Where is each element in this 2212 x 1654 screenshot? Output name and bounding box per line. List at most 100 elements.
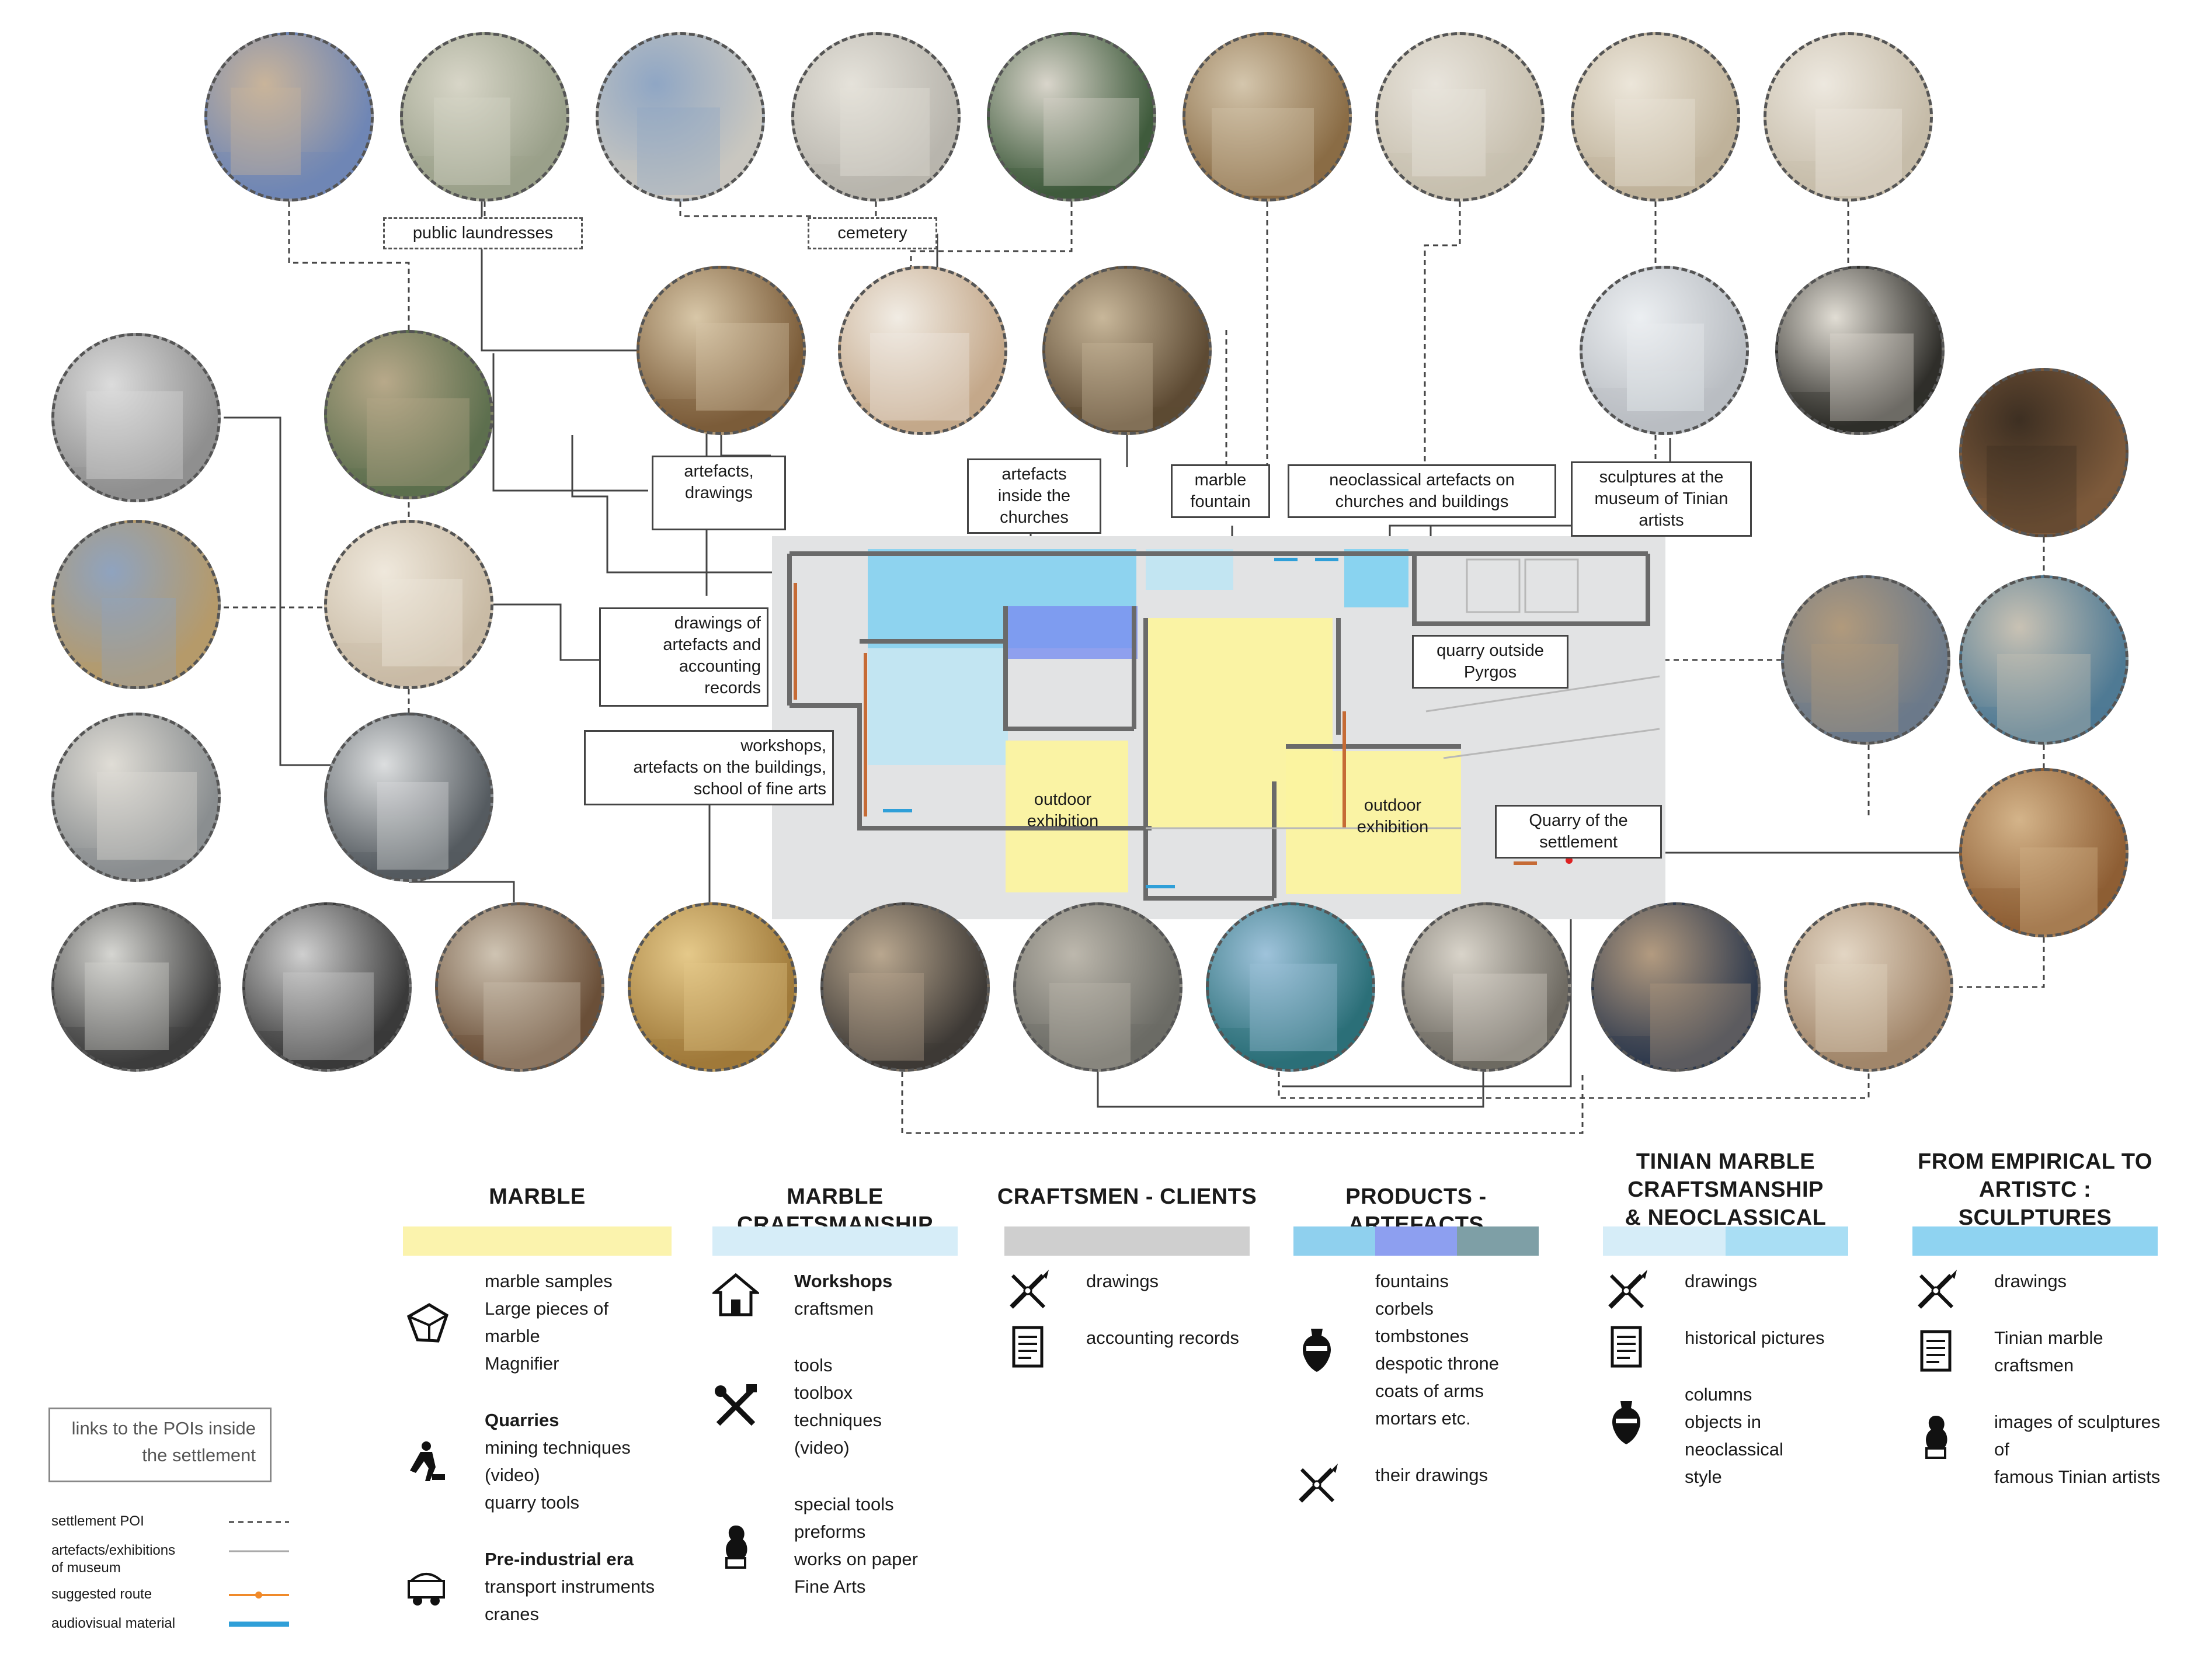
category-item-5-1: Tinian marble craftsmen <box>1994 1324 2169 1379</box>
sculpture-bust-icon <box>1912 1412 1959 1459</box>
poi-cross-tomb[interactable] <box>987 32 1156 201</box>
poi-marble-kiosk[interactable] <box>1571 32 1740 201</box>
poi-museum-tombstone[interactable] <box>1042 266 1212 435</box>
legend-links-box: links to the POIs inside the settlement <box>48 1408 272 1482</box>
poi-stone-hut[interactable] <box>1959 368 2128 537</box>
sculpture-bust-icon <box>712 1522 759 1569</box>
category-color-bar-1-0 <box>712 1226 958 1256</box>
category-item-4-2: columns objects in neoclassical style <box>1685 1381 1860 1490</box>
poi-church-tower[interactable] <box>204 32 374 201</box>
category-item-text: historical pictures <box>1685 1328 1825 1348</box>
category-item-text: transport instruments cranes <box>485 1576 655 1624</box>
poi-framed-drawings[interactable] <box>324 330 493 499</box>
poi-transport-cart[interactable] <box>1959 768 2128 937</box>
category-item-1-2: special tools preforms works on paper Fi… <box>794 1490 969 1600</box>
category-item-text: their drawings <box>1375 1465 1488 1485</box>
category-color-bar-5-0 <box>1912 1226 2158 1256</box>
category-item-text: Tinian marble craftsmen <box>1994 1328 2103 1375</box>
category-item-5-0: drawings <box>1994 1267 2169 1295</box>
label-drawings-records: drawings of artefacts and accounting rec… <box>599 607 768 707</box>
poi-carving-hands[interactable] <box>1401 902 1571 1072</box>
document-icon <box>1912 1328 1959 1375</box>
category-item-heading: Workshops <box>794 1271 893 1291</box>
poi-sculpture-relief[interactable] <box>1580 266 1749 435</box>
label-cemetery: cemetery <box>808 217 937 249</box>
category-item-1-0: Workshops craftsmen <box>794 1267 969 1322</box>
label-outdoor-exhibition-2: outdoor exhibition <box>1357 796 1429 836</box>
poi-crane[interactable] <box>1206 902 1375 1072</box>
category-title-2: CRAFTSMEN - CLIENTS <box>997 1184 1257 1209</box>
poi-quarry-path[interactable] <box>1959 575 2128 745</box>
amphora-icon <box>1603 1399 1650 1445</box>
poi-statue[interactable] <box>1775 266 1945 435</box>
poi-marble-sample[interactable] <box>51 902 221 1072</box>
poi-neoclassical-building[interactable] <box>51 520 221 689</box>
category-item-heading: Pre-industrial era <box>485 1549 634 1569</box>
category-color-bar-4-0 <box>1603 1226 1726 1256</box>
label-artefacts-drawings: artefacts, drawings <box>652 456 786 530</box>
category-item-4-1: historical pictures <box>1685 1324 1860 1351</box>
label-quarry-settlement: Quarry of the settlement <box>1495 805 1662 859</box>
amphora-icon <box>1293 1326 1340 1373</box>
category-item-1-1: tools toolbox techniques (video) <box>794 1351 969 1461</box>
category-color-bar-2-0 <box>1004 1226 1250 1256</box>
poi-stairs-house[interactable] <box>596 32 765 201</box>
category-item-heading: Quarries <box>485 1410 559 1430</box>
document-icon <box>1603 1324 1650 1371</box>
document-icon <box>1004 1324 1051 1371</box>
category-item-2-0: drawings <box>1086 1267 1261 1295</box>
label-marble-fountain: marble fountain <box>1171 464 1270 518</box>
category-item-text: columns objects in neoclassical style <box>1685 1384 1783 1487</box>
category-color-bar-3-2 <box>1457 1226 1539 1256</box>
poi-workshop-interior[interactable] <box>435 902 604 1072</box>
drawing-tools-icon <box>1912 1267 1959 1314</box>
category-item-3-1: their drawings <box>1375 1461 1550 1489</box>
category-item-text: drawings <box>1086 1271 1159 1291</box>
category-item-text: mining techniques (video) quarry tools <box>485 1437 631 1513</box>
category-item-text: special tools preforms works on paper Fi… <box>794 1494 918 1597</box>
legend-item-label: settlement POI <box>51 1513 144 1529</box>
category-item-0-2: Pre-industrial era transport instruments… <box>485 1545 683 1628</box>
poi-tablet-drawing[interactable] <box>324 713 493 882</box>
poi-museum-display[interactable] <box>637 266 806 435</box>
poi-church-arches[interactable] <box>1375 32 1545 201</box>
label-sculptures-museum: sculptures at the museum of Tinian artis… <box>1571 461 1752 537</box>
poi-fountain-relief[interactable] <box>1764 32 1933 201</box>
category-item-text: craftsmen <box>794 1298 874 1319</box>
poi-exhibition-room[interactable] <box>628 902 797 1072</box>
quarry-worker-icon <box>403 1438 450 1485</box>
category-color-bar-3-0 <box>1293 1226 1375 1256</box>
category-item-text: tools toolbox techniques (video) <box>794 1355 882 1458</box>
poi-facade-drawing[interactable] <box>324 520 493 689</box>
category-title-0: MARBLE <box>489 1184 586 1209</box>
category-item-text: drawings <box>1994 1271 2067 1291</box>
category-item-text: drawings <box>1685 1271 1758 1291</box>
poi-marble-mosaic[interactable] <box>51 713 221 882</box>
category-color-bar-3-1 <box>1375 1226 1457 1256</box>
cart-icon <box>403 1563 450 1610</box>
marble-block-icon <box>403 1299 450 1346</box>
poi-quarry-rail[interactable] <box>1013 902 1182 1072</box>
poi-craftsmen-group[interactable] <box>820 902 990 1072</box>
poi-workshop-sculpture[interactable] <box>51 333 221 502</box>
label-quarry-pyrgos: quarry outside Pyrgos <box>1412 635 1568 689</box>
poi-ornate-doorway[interactable] <box>1182 32 1352 201</box>
category-item-text: marble samples Large pieces of marble Ma… <box>485 1271 613 1374</box>
category-item-4-0: drawings <box>1685 1267 1860 1295</box>
category-item-3-0: fountains corbels tombstones despotic th… <box>1375 1267 1550 1432</box>
category-item-0-0: marble samples Large pieces of marble Ma… <box>485 1267 683 1377</box>
poi-laundresses[interactable] <box>400 32 569 201</box>
category-item-2-1: accounting records <box>1086 1324 1261 1351</box>
poi-quarry-landscape[interactable] <box>1781 575 1950 745</box>
poi-old-craftsman[interactable] <box>1591 902 1761 1072</box>
label-neoclassical-artefacts: neoclassical artefacts on churches and b… <box>1288 464 1556 518</box>
category-item-text: images of sculptures of famous Tinian ar… <box>1994 1412 2161 1487</box>
label-artefacts-inside-churches: artefacts inside the churches <box>967 458 1101 534</box>
poi-craftsman-room[interactable] <box>242 902 412 1072</box>
poi-church-facade[interactable] <box>791 32 961 201</box>
poi-marble-carving[interactable] <box>1784 902 1953 1072</box>
museum-floor-plan <box>772 536 1665 919</box>
category-item-5-2: images of sculptures of famous Tinian ar… <box>1994 1408 2169 1490</box>
poi-marble-piece-carved[interactable] <box>838 266 1007 435</box>
